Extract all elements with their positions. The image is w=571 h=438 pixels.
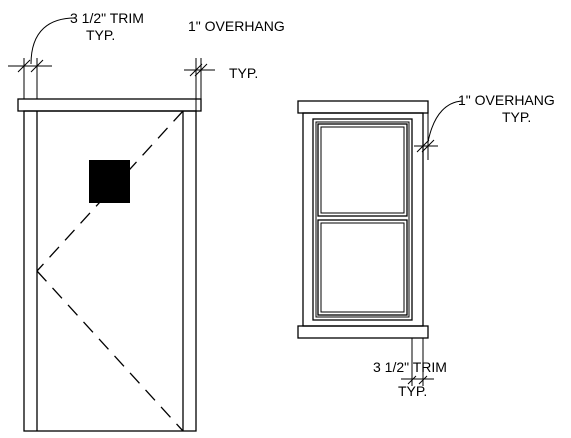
- window-overhang-label: 1" OVERHANG: [458, 92, 555, 108]
- window-upper-sash-outer: [317, 123, 408, 217]
- window-upper-sash-inner: [320, 126, 405, 214]
- window-trim-typ-label: TYP.: [398, 383, 427, 399]
- window-overhang-dimension: [414, 100, 463, 160]
- door-overhang-dimension: [184, 58, 215, 111]
- door-overhang-typ-label: TYP.: [229, 65, 258, 81]
- window-sill-trim: [297, 325, 429, 339]
- door-solid-square: [89, 160, 130, 203]
- door-overhang-label: 1" OVERHANG: [188, 18, 285, 34]
- door-swing-line-upper: [36, 110, 184, 272]
- window-lower-sash-inner: [320, 222, 405, 313]
- door-trim-dimension: [8, 17, 76, 99]
- window-trim-label: 3 1/2" TRIM: [373, 359, 447, 375]
- door-head-trim: [17, 98, 202, 112]
- window-elevation: [297, 100, 429, 339]
- window-lower-sash-outer: [317, 219, 408, 316]
- window-trim-dimension: [401, 338, 434, 386]
- window-frame-inner: [315, 121, 410, 318]
- door-elevation: [17, 98, 202, 432]
- door-frame-outline: [23, 110, 197, 432]
- window-head-trim: [297, 100, 429, 114]
- door-swing-line-lower: [36, 270, 184, 432]
- door-trim-typ-label: TYP.: [86, 27, 115, 43]
- door-trim-label: 3 1/2" TRIM: [70, 10, 144, 26]
- window-overhang-typ-label: TYP.: [502, 109, 531, 125]
- window-frame-outer: [312, 118, 413, 321]
- window-casing: [302, 112, 424, 327]
